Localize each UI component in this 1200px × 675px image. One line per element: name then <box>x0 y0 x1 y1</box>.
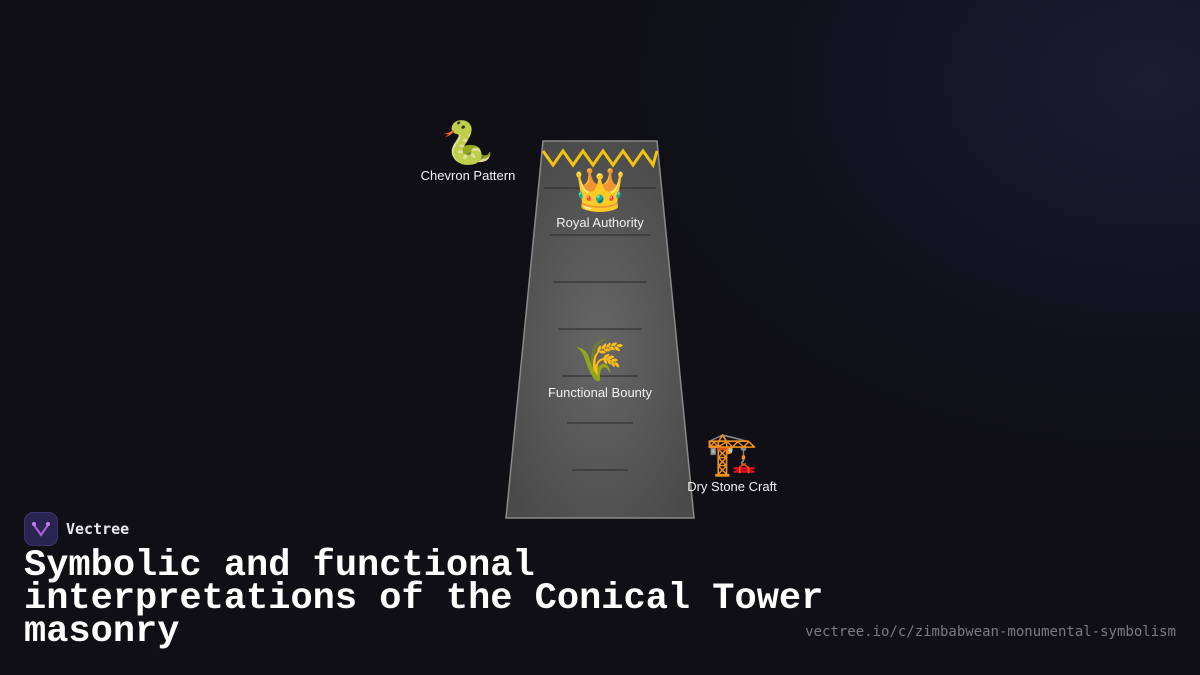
page-title: Symbolic and functional interpretations … <box>24 545 824 653</box>
crown-icon: 👑 <box>573 166 627 213</box>
masonry-courses <box>544 187 656 471</box>
marker-label: Functional Bounty <box>547 385 653 400</box>
vectree-logo-icon <box>24 512 58 546</box>
brand-name: Vectree <box>66 520 130 538</box>
marker-label: Royal Authority <box>556 215 644 230</box>
marker-label: Chevron Pattern <box>420 168 516 183</box>
marker-label: Dry Stone Craft <box>687 479 777 494</box>
snake-icon: 🐍 <box>441 119 495 166</box>
marker-chevron-pattern: 🐍 Chevron Pattern <box>420 119 516 184</box>
brand: Vectree <box>24 512 129 546</box>
marker-functional-bounty: 🌾 Functional Bounty <box>547 336 653 401</box>
source-url: vectree.io/c/zimbabwean-monumental-symbo… <box>805 624 1176 640</box>
wheat-icon: 🌾 <box>573 336 627 383</box>
marker-royal-authority: 👑 Royal Authority <box>556 166 644 231</box>
chevron-band <box>541 148 659 169</box>
marker-dry-stone-craft: 🏗️ Dry Stone Craft <box>687 430 777 495</box>
crane-icon: 🏗️ <box>705 430 759 477</box>
